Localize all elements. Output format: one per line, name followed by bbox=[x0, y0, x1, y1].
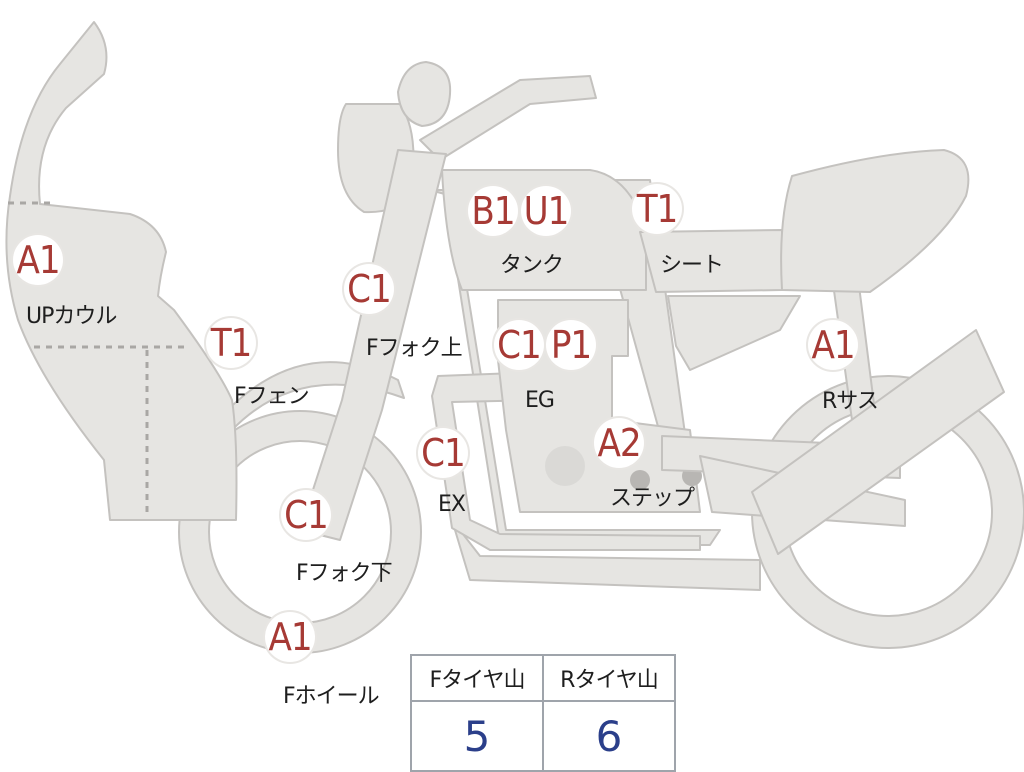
exhaust-grade-badge: C1 bbox=[418, 428, 468, 478]
frame-lower-shape bbox=[451, 519, 761, 591]
seat-rear-shape bbox=[780, 149, 970, 293]
tire-table-value-row: 5 6 bbox=[410, 700, 676, 772]
tank-grade-badge-u: U1 bbox=[521, 186, 571, 236]
step-grade-badge: A2 bbox=[594, 418, 644, 468]
front-tire-header: Fタイヤ山 bbox=[410, 654, 544, 702]
side-panel-shape bbox=[667, 295, 801, 371]
rear-tire-header: Rタイヤ山 bbox=[542, 654, 676, 702]
mirror-shape bbox=[397, 61, 452, 127]
up-cowl-grade-badge: A1 bbox=[13, 235, 63, 285]
seat-label: シート bbox=[660, 253, 724, 278]
front-fork-lower-label: Fフォク下 bbox=[296, 561, 393, 586]
front-fork-upper-label: Fフォク上 bbox=[366, 336, 463, 361]
tank-grade-badge-b: B1 bbox=[468, 186, 518, 236]
exhaust-label: EX bbox=[438, 492, 466, 517]
front-fork-lower-grade-badge: C1 bbox=[281, 490, 331, 540]
front-wheel-grade-badge: A1 bbox=[265, 612, 315, 662]
engine-grade-badge-p: P1 bbox=[546, 320, 596, 370]
front-fork-upper-grade-badge: C1 bbox=[344, 264, 394, 314]
rear-tire-value: 6 bbox=[542, 700, 676, 772]
front-tire-value: 5 bbox=[410, 700, 544, 772]
rear-suspension-label: Rサス bbox=[822, 389, 879, 414]
step-label: ステップ bbox=[610, 486, 695, 511]
rear-suspension-grade-badge: A1 bbox=[808, 320, 858, 370]
engine-grade-badge-c: C1 bbox=[494, 320, 544, 370]
tire-table-header-row: Fタイヤ山 Rタイヤ山 bbox=[410, 654, 676, 702]
upper-cowl-shape bbox=[5, 21, 238, 521]
up-cowl-label: UPカウル bbox=[26, 304, 117, 329]
front-fender-grade-badge: T1 bbox=[206, 318, 256, 368]
seat-grade-badge: T1 bbox=[632, 184, 682, 234]
rear-fender-shape bbox=[751, 329, 1005, 555]
front-fork-shape bbox=[299, 149, 447, 541]
front-wheel-label: Fホイール bbox=[283, 684, 380, 709]
engine-label: EG bbox=[525, 388, 555, 413]
tire-tread-table: Fタイヤ山 Rタイヤ山 5 6 bbox=[410, 654, 676, 772]
front-fender-label: Fフェン bbox=[234, 384, 310, 409]
tank-label: タンク bbox=[500, 253, 564, 278]
step-peg-left bbox=[630, 470, 650, 490]
engine-cover-shape bbox=[545, 446, 585, 486]
